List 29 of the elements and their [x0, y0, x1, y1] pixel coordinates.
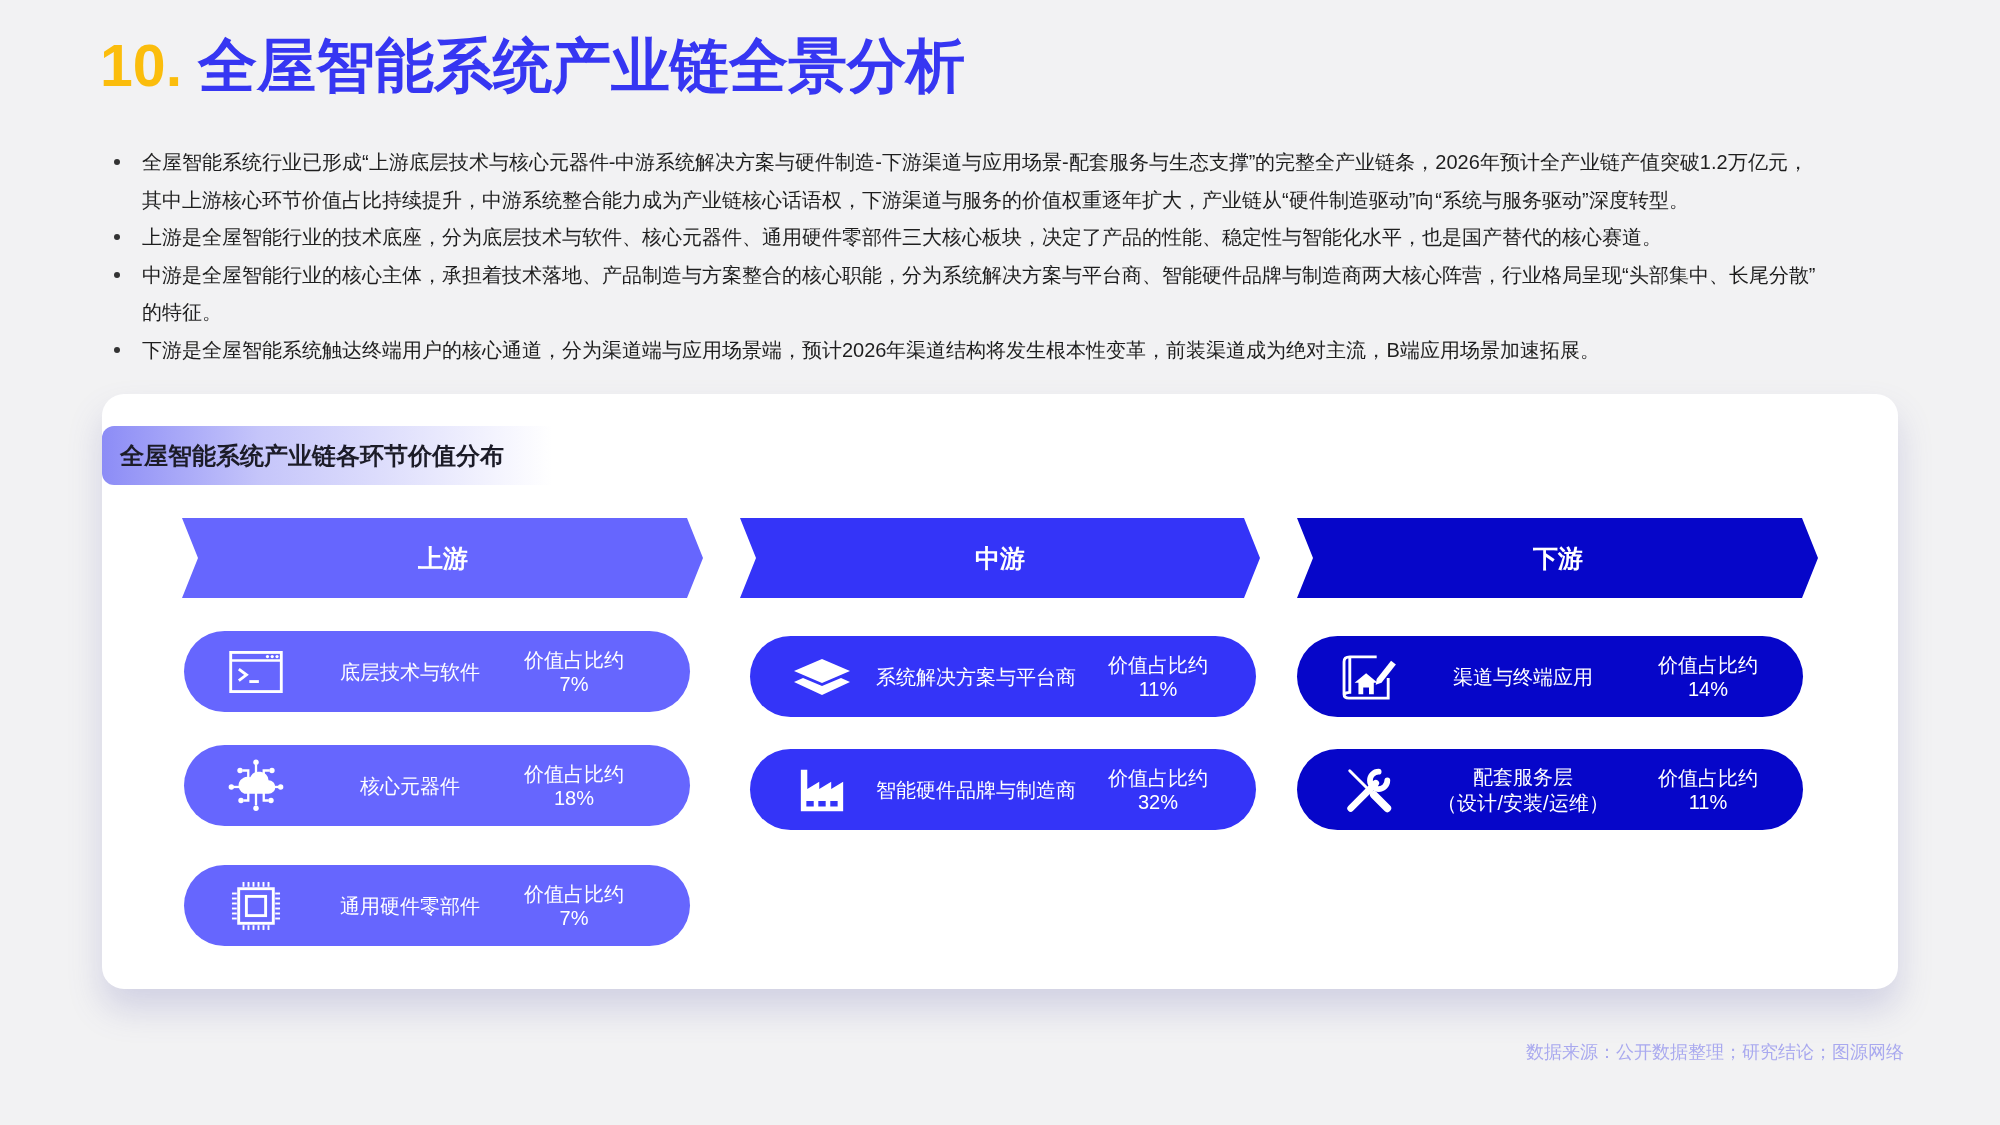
- value-share: 价值占比约18%: [523, 761, 625, 810]
- bullet-text: 全屋智能系统行业已形成“上游底层技术与核心元器件-中游系统解决方案与硬件制造-下游渠道与应用场景-配套服务与生态支撑”的完整全产业链条，2026年预计全产业链产值突破1.2万亿元，其中上游核心环节价值占比持续提升，中游系统整合能力成为产业链核心话语权，下游渠道与服务的价值权重逐年扩大，产业链从“硬件制造驱动”向“系统与服务驱动”深度转型。: [142, 150, 1809, 213]
- stage-banner: [1297, 518, 1818, 598]
- value-share: 价值占比约32%: [1107, 765, 1209, 814]
- value-share: 价值占比约11%: [1107, 652, 1209, 701]
- stage-label: 下游: [1532, 542, 1583, 574]
- value-share: 价值占比约14%: [1657, 652, 1759, 701]
- bullet-text: 上游是全屋智能行业的技术底座，分为底层技术与软件、核心元器件、通用硬件零部件三大核心板块，决定了产品的性能、稳定性与智能化水平，也是国产替代的核心赛道。: [142, 225, 1663, 250]
- bullet-text: 中游是全屋智能行业的核心主体，承担着技术落地、产品制造与方案整合的核心职能，分为系统解决方案与平台商、智能硬件品牌与制造商两大核心阵营，行业格局呈现“头部集中、长尾分散”的特征。: [142, 262, 1817, 325]
- source-note: 数据来源：公开数据整理；研究结论；图源网络: [1526, 1041, 1904, 1064]
- segment-name: 通用硬件零部件: [340, 893, 480, 919]
- stage-label: 中游: [975, 542, 1025, 574]
- stage-banner: [182, 518, 703, 598]
- value-share: 价值占比约7%: [523, 881, 625, 930]
- stage-label: 上游: [417, 542, 468, 574]
- segment-name: 配套服务层: [1473, 764, 1573, 790]
- value-share: 价值占比约11%: [1657, 765, 1759, 814]
- segment-name: 核心元器件: [360, 773, 460, 799]
- segment-note: （设计/安装/运维）: [1437, 790, 1609, 816]
- section-heading: 全屋智能系统产业链各环节价值分布: [120, 440, 504, 471]
- value-share: 价值占比约7%: [523, 647, 625, 696]
- segment-name: 智能硬件品牌与制造商: [876, 777, 1076, 803]
- page-title: 10. 全屋智能系统产业链全景分析: [100, 32, 966, 101]
- segment-name: 底层技术与软件: [340, 659, 480, 685]
- segment-name: 渠道与终端应用: [1453, 664, 1593, 690]
- stage-banner: [740, 518, 1260, 598]
- card-panel: [102, 394, 1898, 989]
- bullet-text: 下游是全屋智能系统触达终端用户的核心通道，分为渠道端与应用场景端，预计2026年渠道结构将发生根本性变革，前装渠道成为绝对主流，B端应用场景加速拓展。: [142, 337, 1601, 363]
- segment-name: 系统解决方案与平台商: [876, 664, 1076, 690]
